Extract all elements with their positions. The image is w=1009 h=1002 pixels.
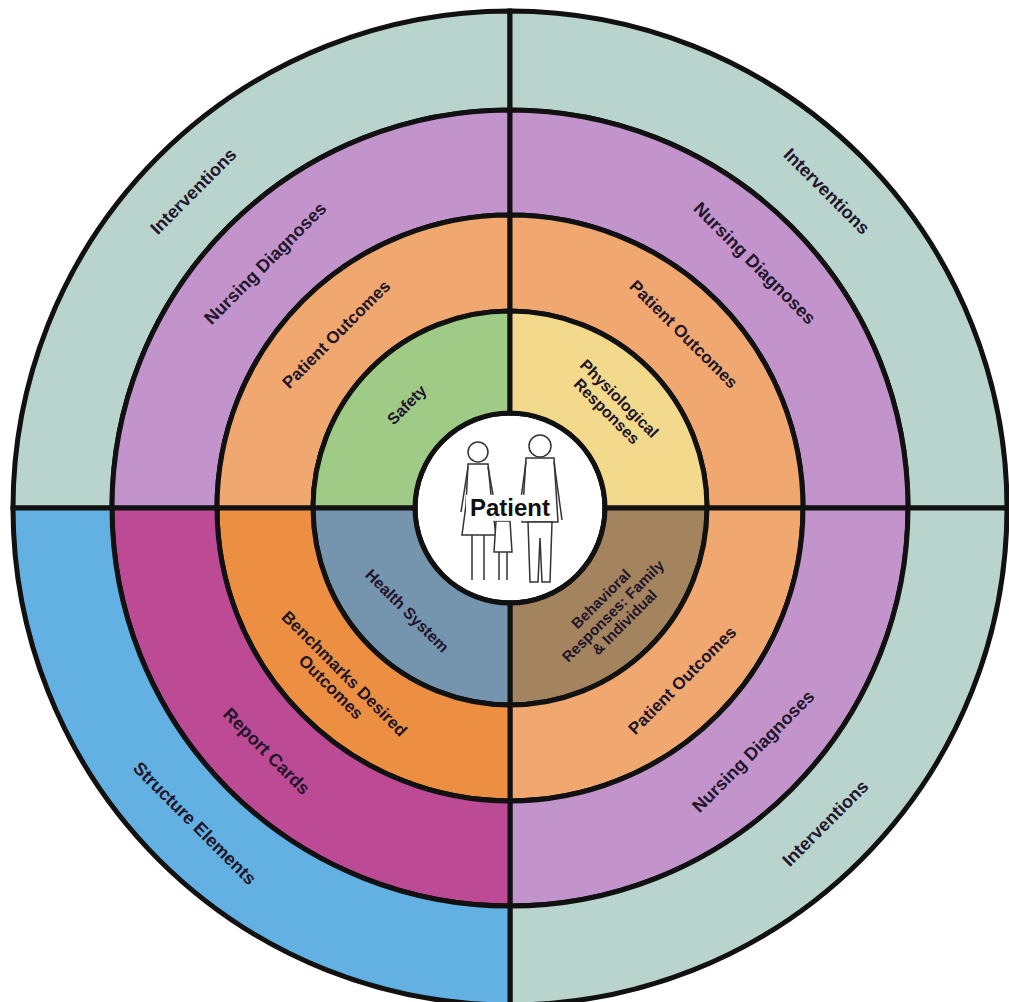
center-label: Patient	[466, 495, 554, 521]
ring-sector	[13, 11, 510, 508]
label-holder: Patient	[435, 495, 585, 521]
figure-leg	[498, 552, 500, 580]
ring-sector	[510, 110, 908, 508]
ring-sector	[13, 508, 510, 1002]
ring-sector	[217, 215, 510, 508]
figure-legs	[528, 522, 552, 582]
figure-body	[494, 521, 512, 552]
ring-sector	[510, 11, 1007, 508]
figure-arm	[554, 462, 562, 520]
ring-sector	[510, 311, 707, 508]
figure-head	[468, 442, 488, 462]
figure-leg	[483, 535, 485, 580]
ring-sector	[112, 110, 510, 508]
figure-leg	[471, 535, 473, 580]
figure-leg	[506, 552, 508, 580]
ring-sector	[313, 311, 510, 508]
figure-head	[529, 435, 551, 457]
ring-sector	[510, 508, 1007, 1002]
ring-sector	[510, 215, 803, 508]
family-figure	[461, 435, 562, 582]
